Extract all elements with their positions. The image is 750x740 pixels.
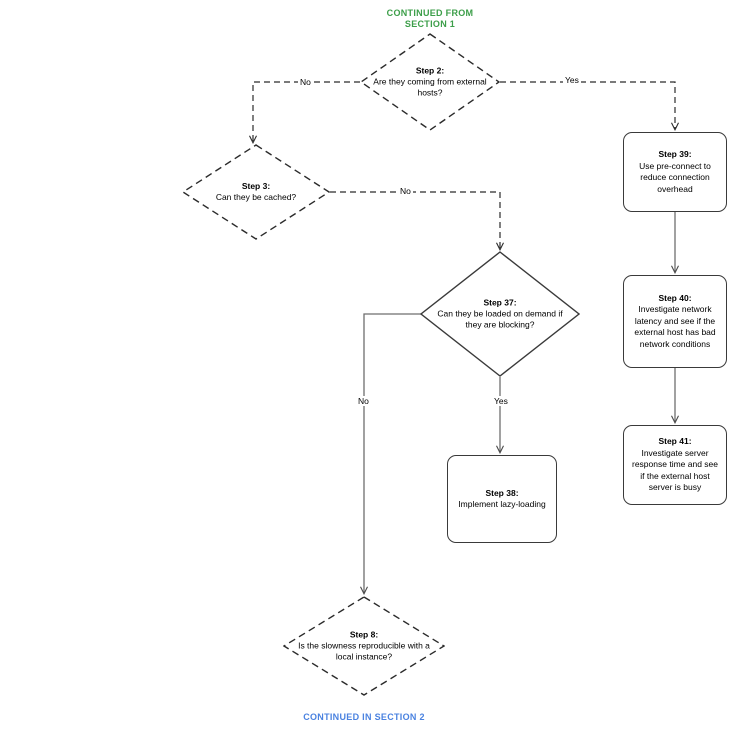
continued-in-marker: CONTINUED IN SECTION 2 — [303, 712, 425, 722]
step3-label: Step 3: Can they be cached? — [192, 181, 319, 203]
step41-title: Step 41: — [658, 436, 692, 447]
step37-diamond-shape — [420, 251, 580, 377]
step8-title: Step 8: — [349, 629, 379, 640]
step8-diamond-shape — [283, 596, 445, 696]
edge-label-step3-no: No — [398, 186, 413, 196]
edge-label-step2-yes: Yes — [563, 75, 581, 85]
edge-step2-no — [253, 81, 360, 142]
step39-label: Step 39: Use pre-connect to reduce conne… — [624, 149, 726, 195]
step38-text: Implement lazy-loading — [458, 499, 546, 509]
step40-text: Investigate network latency and see if t… — [634, 304, 716, 349]
step37-label: Step 37: Can they be loaded on demand if… — [431, 298, 569, 331]
step2-text: Are they coming from external hosts? — [373, 76, 487, 98]
step41-text: Investigate server response time and see… — [632, 447, 718, 493]
step3-text: Can they be cached? — [215, 192, 297, 202]
step2-diamond-shape — [360, 33, 500, 131]
step2-label: Step 2: Are they coming from external ho… — [370, 66, 490, 99]
node-step40[interactable]: Step 40: Investigate network latency and… — [623, 275, 727, 368]
node-step39[interactable]: Step 39: Use pre-connect to reduce conne… — [623, 132, 727, 212]
step41-label: Step 41: Investigate server response tim… — [624, 436, 726, 494]
step3-title: Step 3: — [241, 181, 271, 191]
step39-text: Use pre-connect to reduce connection ove… — [639, 160, 711, 194]
node-step2[interactable]: Step 2: Are they coming from external ho… — [360, 33, 500, 131]
step39-title: Step 39: — [658, 149, 692, 159]
node-step38[interactable]: Step 38: Implement lazy-loading — [447, 455, 557, 543]
step38-title: Step 38: — [485, 487, 519, 498]
edge-label-step37-yes: Yes — [492, 396, 510, 406]
continued-from-marker: CONTINUED FROM SECTION 1 — [386, 8, 474, 29]
node-step37[interactable]: Step 37: Can they be loaded on demand if… — [420, 251, 580, 377]
step8-label: Step 8: Is the slowness reproducible wit… — [294, 630, 433, 663]
edge-step3-no — [330, 191, 500, 249]
step8-text: Is the slowness reproducible with a loca… — [298, 640, 430, 662]
node-step3[interactable]: Step 3: Can they be cached? — [182, 144, 330, 240]
node-step8[interactable]: Step 8: Is the slowness reproducible wit… — [283, 596, 445, 696]
edge-step2-yes — [500, 81, 675, 129]
edge-step37-no — [364, 313, 422, 593]
step40-label: Step 40: Investigate network latency and… — [624, 293, 726, 351]
node-step41[interactable]: Step 41: Investigate server response tim… — [623, 425, 727, 505]
step2-title: Step 2: — [415, 65, 445, 76]
step37-text: Can they be loaded on demand if they are… — [437, 308, 563, 330]
step38-label: Step 38: Implement lazy-loading — [451, 488, 552, 511]
edge-label-step37-no: No — [356, 396, 371, 406]
step3-diamond-shape — [182, 144, 330, 240]
edge-label-step2-no: No — [298, 77, 313, 87]
step40-title: Step 40: — [658, 292, 692, 303]
step37-title: Step 37: — [483, 297, 517, 308]
